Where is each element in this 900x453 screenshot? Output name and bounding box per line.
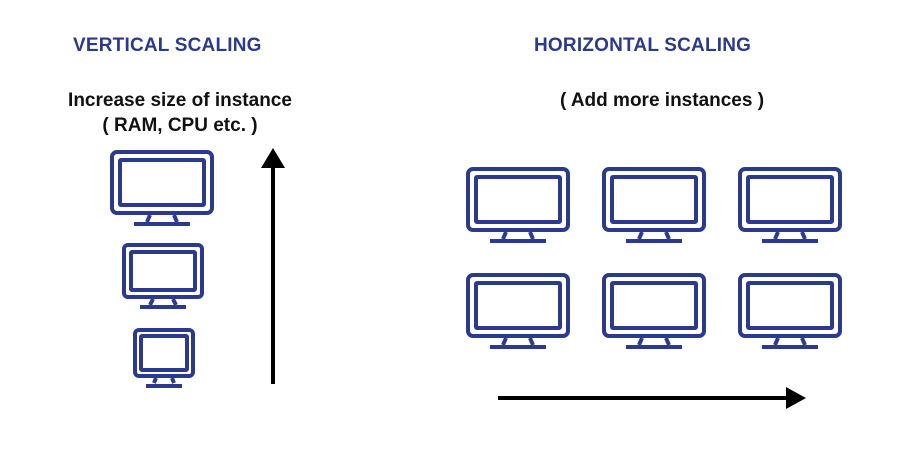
arrow-up-icon [261,148,285,384]
monitor-icon [133,328,195,388]
monitor-icon [602,167,706,243]
monitor-icon [122,243,204,309]
monitor-icon [738,273,842,349]
vertical-scaling-title: VERTICAL SCALING [73,35,262,56]
monitor-icon [738,167,842,243]
vertical-caption-line2: ( RAM, CPU etc. ) [102,115,258,136]
monitor-icon [110,150,214,226]
arrow-right-icon [498,387,806,409]
vertical-caption-line1: Increase size of instance [68,90,292,111]
monitor-icon [466,273,570,349]
monitor-icon [602,273,706,349]
vertical-scaling-caption: Increase size of instance ( RAM, CPU etc… [44,88,316,138]
horizontal-scaling-title: HORIZONTAL SCALING [534,35,752,56]
monitor-icon [466,167,570,243]
horizontal-scaling-caption: ( Add more instances ) [559,90,765,111]
